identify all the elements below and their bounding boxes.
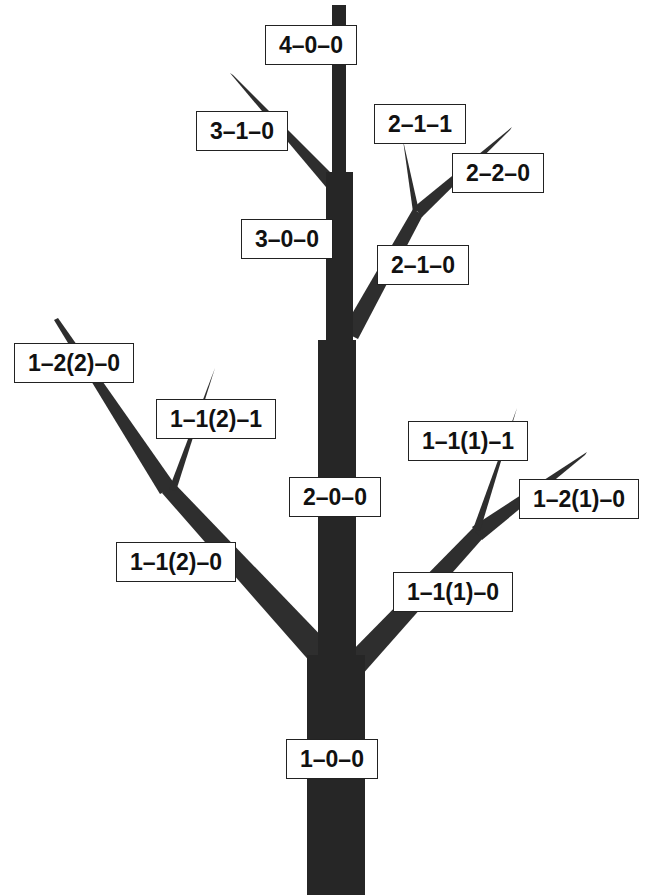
label-box: 1–1(1)–0 <box>393 572 513 612</box>
label-box: 1–1(1)–1 <box>408 421 528 461</box>
node-label: 1–1(2)–1 <box>170 405 262 433</box>
label-box: 1–1(2)–1 <box>156 399 276 439</box>
node-label: 1–1(2)–0 <box>130 548 222 576</box>
label-box: 2–1–0 <box>377 245 469 285</box>
node-label: 1–0–0 <box>300 745 364 773</box>
node-label: 2–0–0 <box>303 483 367 511</box>
label-box: 1–1(2)–0 <box>116 542 236 582</box>
label-box: 3–0–0 <box>241 219 333 259</box>
node-label: 1–1(1)–1 <box>422 427 514 455</box>
label-box: 1–2(1)–0 <box>519 479 639 519</box>
label-box: 1–2(2)–0 <box>14 343 134 383</box>
node-label: 4–0–0 <box>279 31 343 59</box>
node-label: 3–1–0 <box>210 117 274 145</box>
node-label: 2–1–1 <box>388 110 452 138</box>
node-label: 1–1(1)–0 <box>407 578 499 606</box>
node-label: 1–2(1)–0 <box>533 485 625 513</box>
label-box: 2–2–0 <box>452 153 544 193</box>
label-box: 3–1–0 <box>196 111 288 151</box>
node-label: 2–2–0 <box>466 159 530 187</box>
label-box: 2–0–0 <box>289 477 381 517</box>
label-box: 2–1–1 <box>374 104 466 144</box>
label-box: 4–0–0 <box>265 25 357 65</box>
tree-twig <box>403 140 419 212</box>
label-box: 1–0–0 <box>286 739 378 779</box>
node-label: 1–2(2)–0 <box>28 349 120 377</box>
node-label: 2–1–0 <box>391 251 455 279</box>
node-label: 3–0–0 <box>255 225 319 253</box>
